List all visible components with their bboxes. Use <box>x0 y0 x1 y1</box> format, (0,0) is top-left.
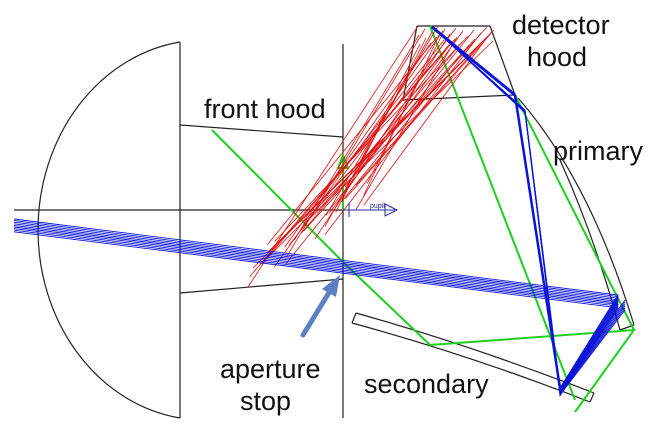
secondary-mirror-front <box>355 312 595 394</box>
red-ray-8 <box>285 29 475 265</box>
red-ray-18 <box>305 39 445 216</box>
green-ray-b <box>429 25 576 401</box>
front-hood-top-edge <box>179 124 344 138</box>
dome-arc <box>37 41 181 419</box>
arrow-head <box>322 275 340 297</box>
red-ray-33 <box>363 34 440 196</box>
red-ray-17 <box>303 26 488 231</box>
red-ray-23 <box>341 44 470 203</box>
blue-return-ray-1 <box>559 301 626 392</box>
blue-ray-bundle <box>13 25 626 397</box>
pupil-marker <box>343 203 399 217</box>
primary-label: primary <box>553 136 644 166</box>
red-ray-26 <box>344 43 421 193</box>
red-ray-11 <box>286 28 426 258</box>
secondary-label: secondary <box>364 369 489 399</box>
aperture-stop-label-line1: aperture <box>220 354 321 384</box>
red-ray-7 <box>266 36 438 246</box>
front-hood-label: front hood <box>204 94 326 124</box>
blue-return-ray-3 <box>559 305 626 394</box>
blue-return-ray-2 <box>559 303 626 393</box>
aperture-stop-label-line2: stop <box>240 386 292 416</box>
red-ray-32 <box>355 41 483 186</box>
red-ray-30 <box>363 35 489 206</box>
blue-ray-thick-down <box>513 94 562 389</box>
red-ray-24 <box>335 37 427 213</box>
blue-return-ray-0 <box>559 299 626 391</box>
primary-mirror-curve <box>517 97 635 326</box>
detector-hood-label-line1: detector <box>512 10 610 40</box>
pupil-arrowhead <box>384 203 399 217</box>
blue-ray-0 <box>13 26 619 390</box>
detector-hood-label-line2: hood <box>527 42 588 72</box>
blue-ray-thick-top <box>431 25 516 97</box>
front-hood-outline <box>179 124 344 294</box>
secondary-mirror-left-cap <box>351 312 357 324</box>
red-ray-25 <box>328 30 464 215</box>
blue-return-ray-4 <box>559 307 626 395</box>
red-ray-31 <box>366 28 446 184</box>
blue-ray-8 <box>13 26 619 397</box>
red-ray-13 <box>293 34 420 241</box>
arrow-shaft <box>300 288 333 338</box>
blue-return-ray-5 <box>559 309 626 396</box>
pupil-tag: pupil <box>370 203 385 210</box>
red-ray-9 <box>284 42 432 248</box>
red-ray-29 <box>344 42 452 188</box>
detector-hood-right-edge <box>489 25 516 96</box>
red-ray-15 <box>305 40 494 223</box>
red-ray-20 <box>325 25 439 216</box>
front-hood-bottom-edge <box>179 278 344 294</box>
secondary-mirror-right-cap <box>589 392 595 403</box>
red-ray-21 <box>315 38 476 214</box>
red-stray-rays <box>247 25 495 288</box>
front-dome <box>37 41 181 419</box>
red-ray-27 <box>355 36 458 211</box>
green-ray-a <box>211 129 637 413</box>
aperture-stop-arrow <box>300 275 340 338</box>
